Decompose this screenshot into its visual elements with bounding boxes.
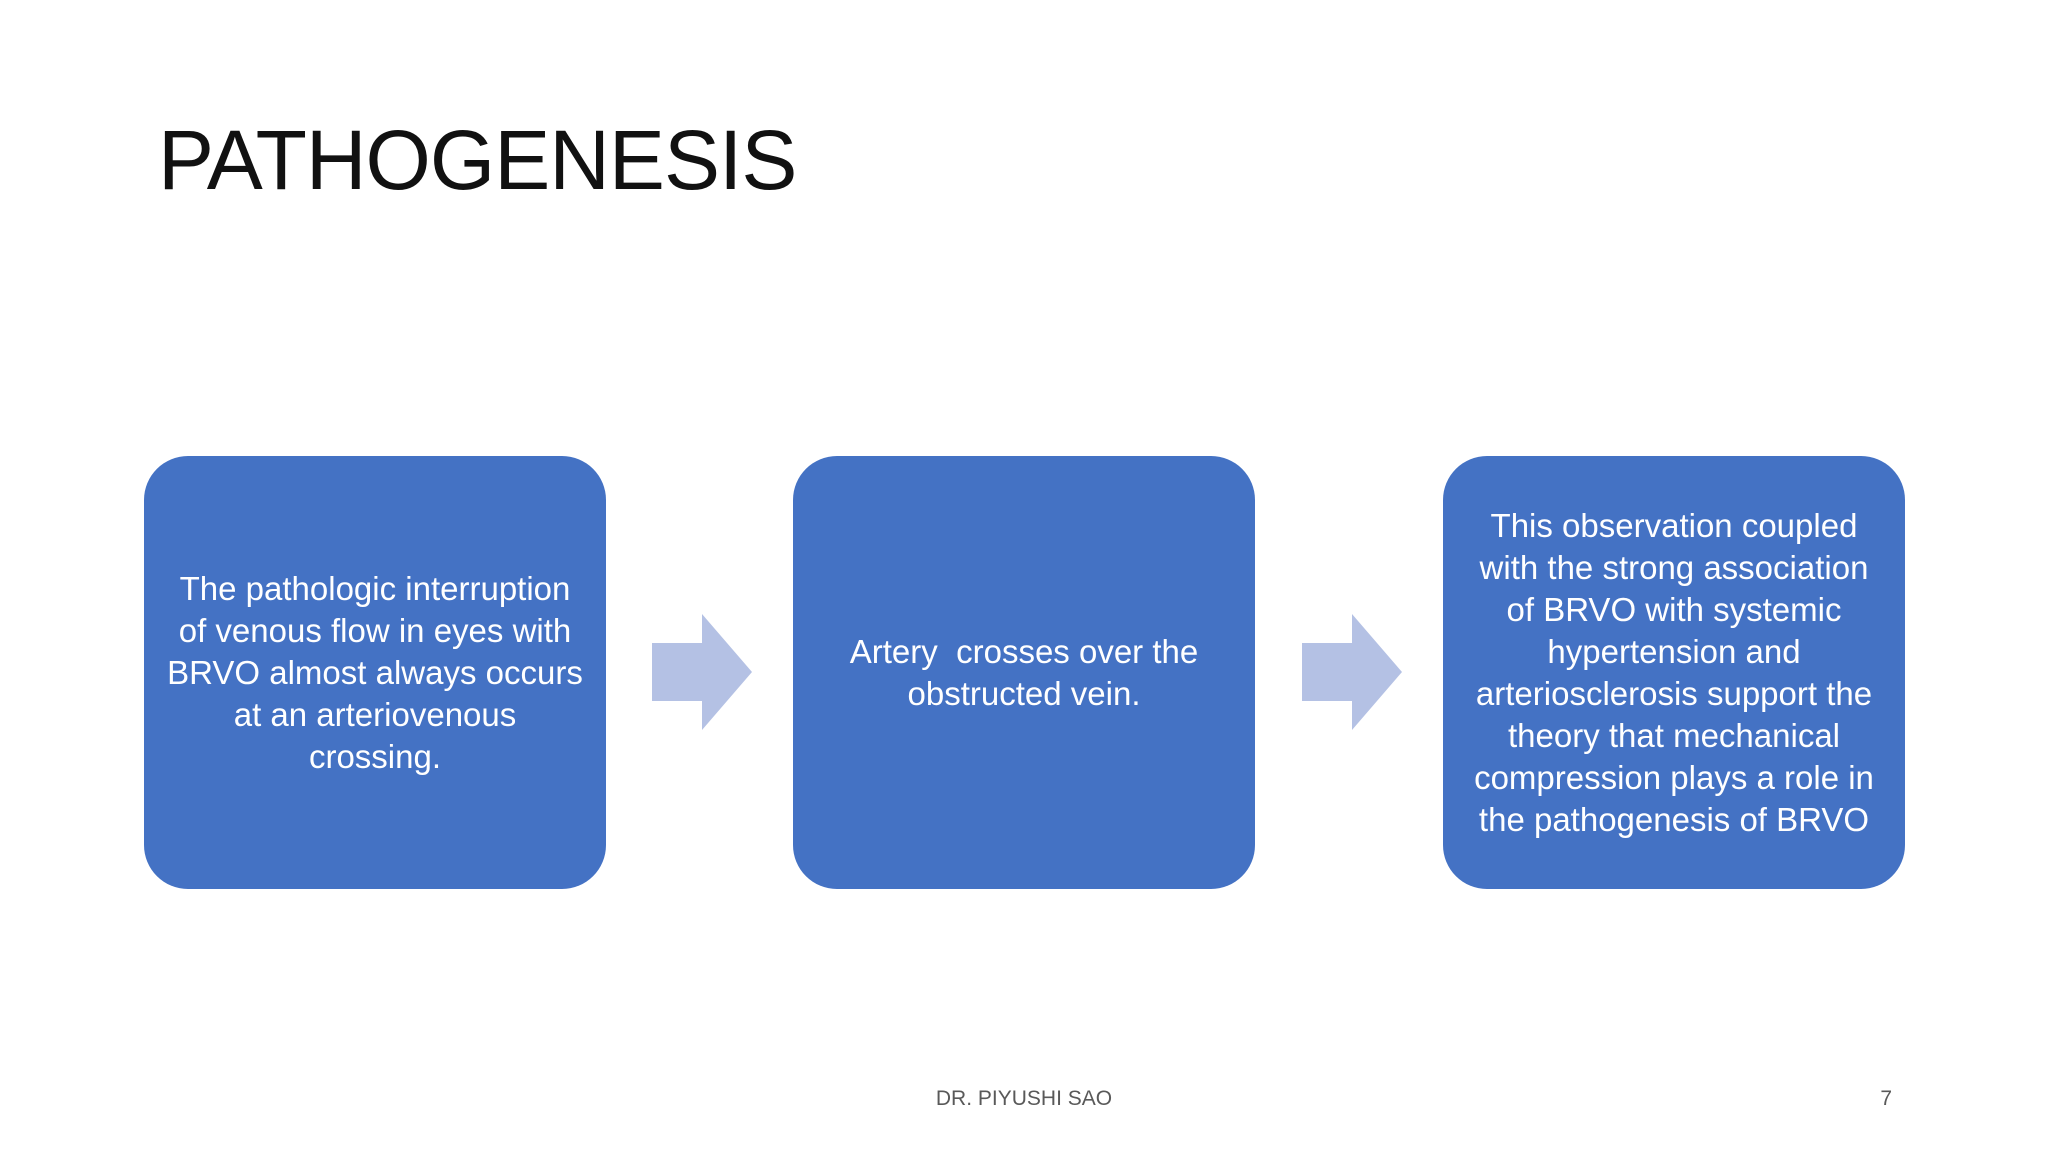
process-step-3: This observation coupled with the strong… <box>1443 456 1905 889</box>
process-step-1-text: The pathologic interruption of venous fl… <box>167 569 583 775</box>
arrow-shape-1 <box>652 614 752 730</box>
right-arrow-icon <box>1302 614 1402 730</box>
process-step-3-text: This observation coupled with the strong… <box>1474 506 1874 838</box>
process-step-1: The pathologic interruption of venous fl… <box>144 456 606 889</box>
arrow-shape-2 <box>1302 614 1402 730</box>
process-step-2-text: Artery crosses over the obstructed vein. <box>849 632 1208 712</box>
footer-author: DR. PIYUSHI SAO <box>935 1087 1113 1110</box>
slide-title: PATHOGENESIS <box>158 113 797 207</box>
right-arrow-icon <box>652 614 752 730</box>
page-number: 7 <box>1880 1087 1892 1110</box>
process-step-2: Artery crosses over the obstructed vein. <box>793 456 1255 889</box>
